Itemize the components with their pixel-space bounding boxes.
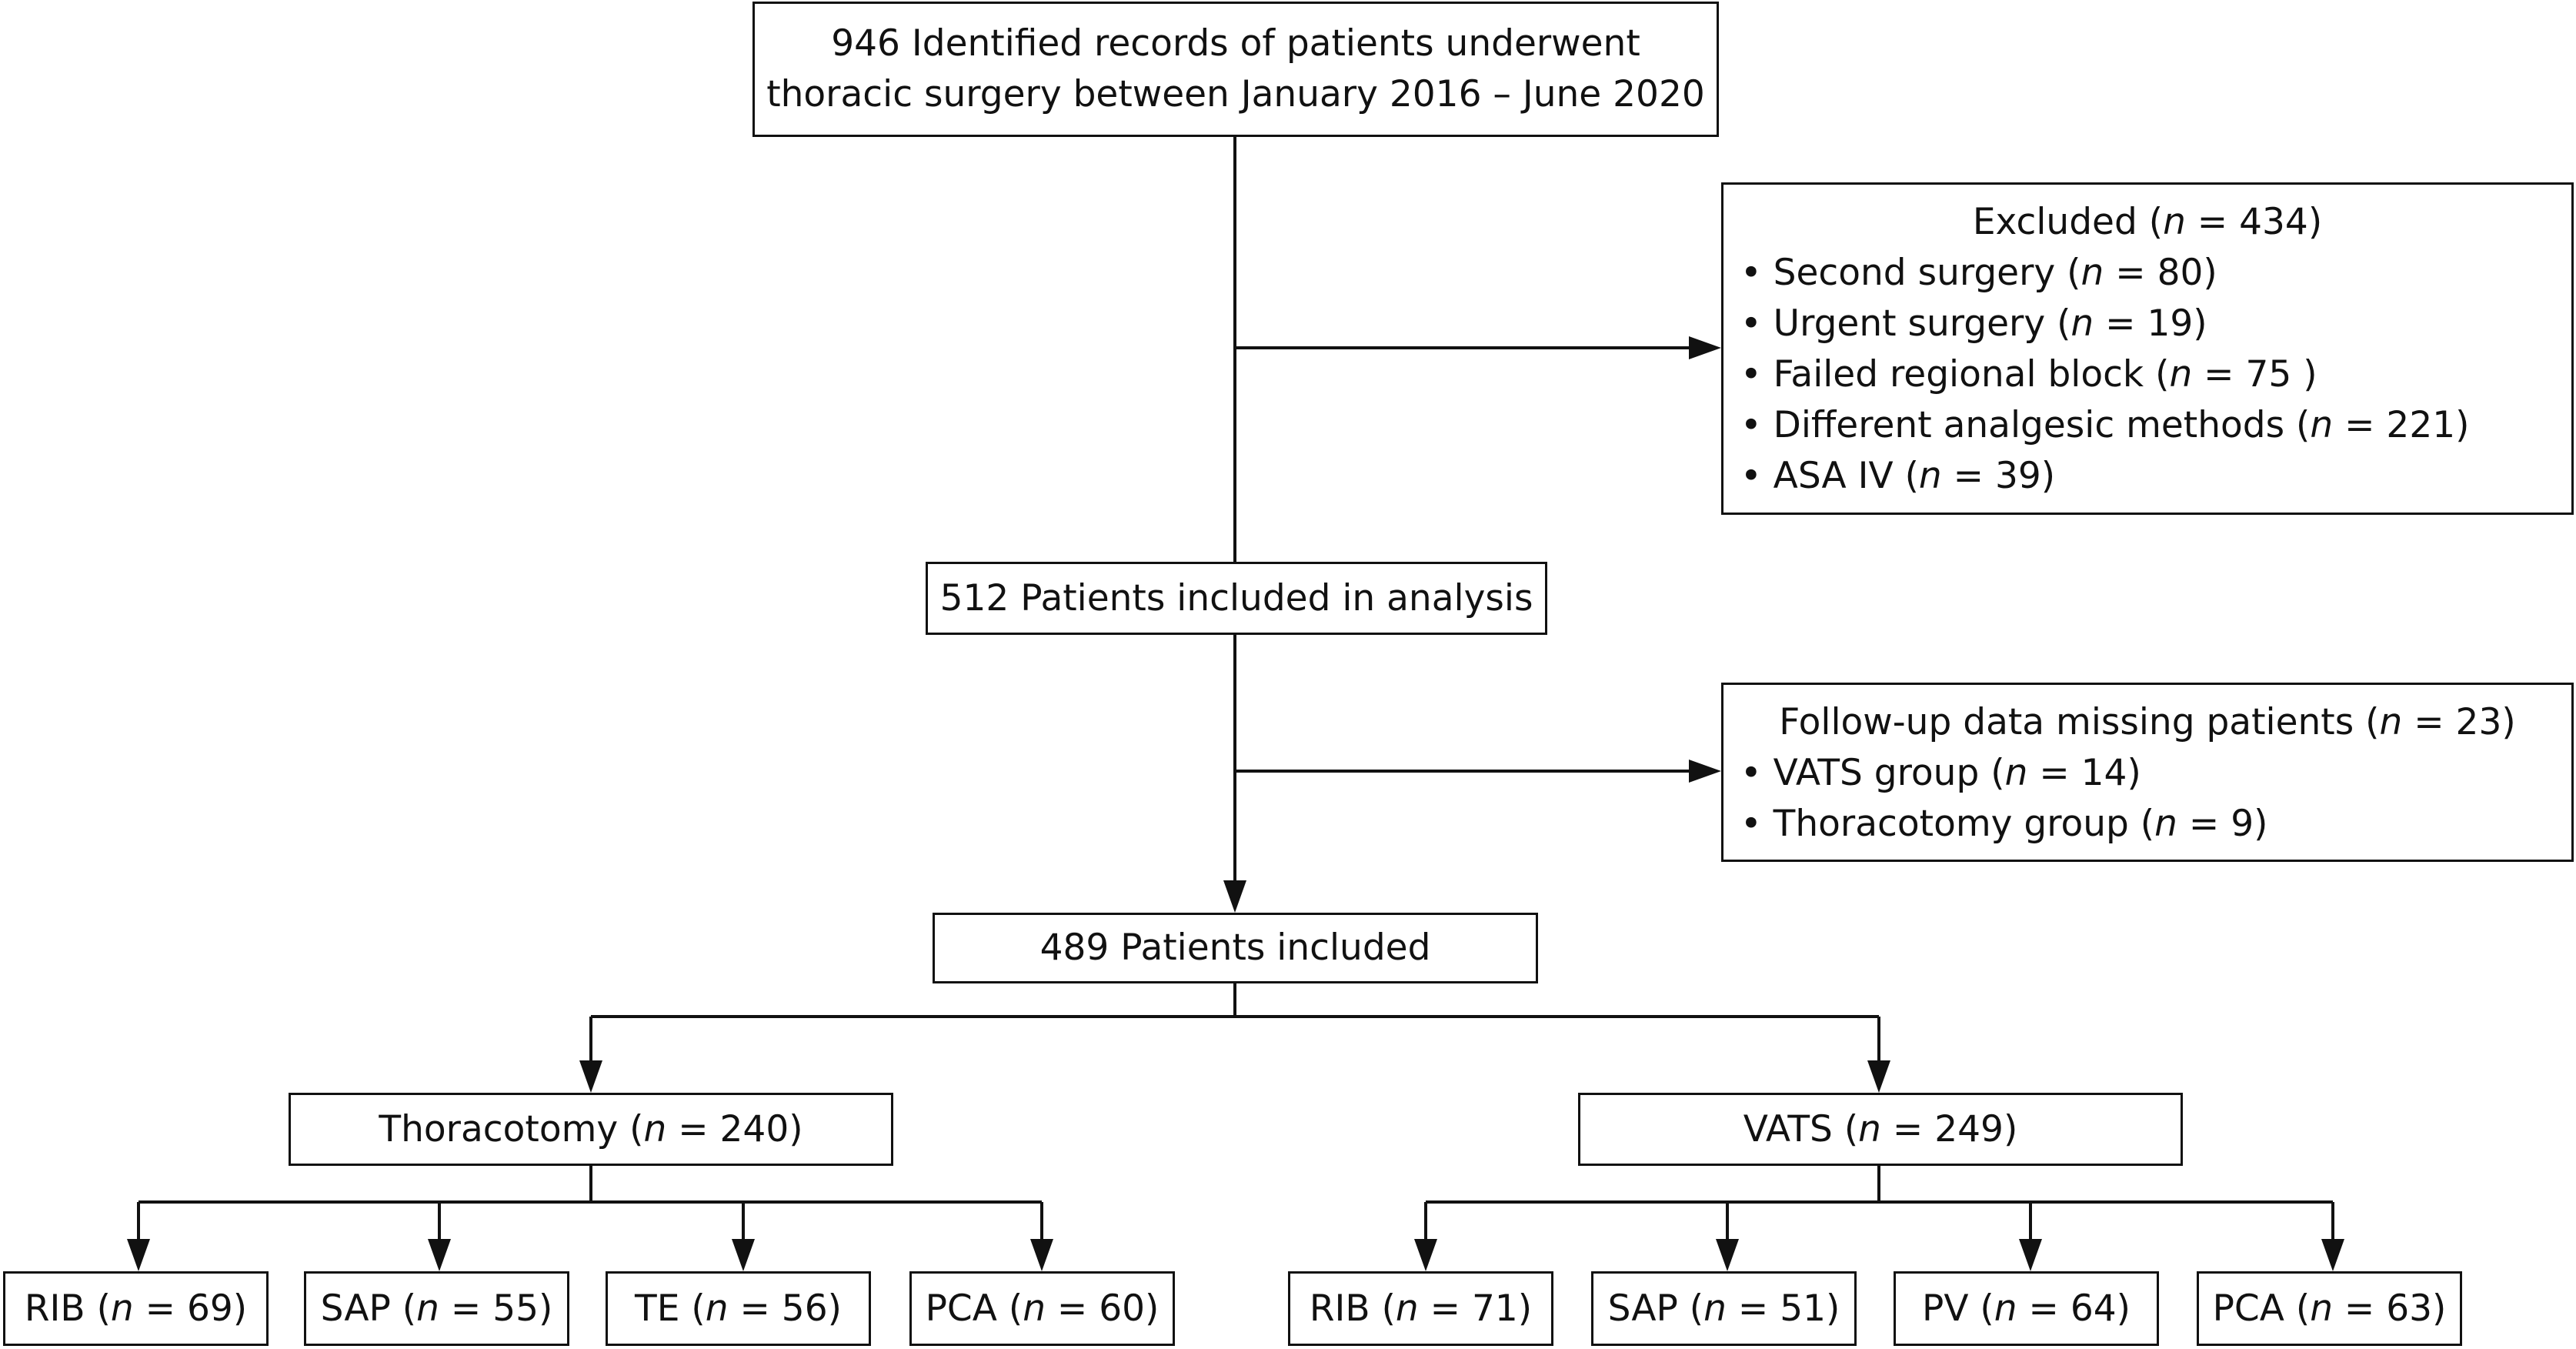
subgroup-label: SAP (n = 51) xyxy=(1607,1287,1840,1330)
analysis-box: 512 Patients included in analysis xyxy=(926,562,1547,635)
subgroup-box-thoracotomy-rib: RIB (n = 69) xyxy=(3,1271,269,1346)
missing-title: Follow-up data missing patients (n = 23) xyxy=(1779,701,2516,743)
excluded-item: Different analgesic methods (n = 221) xyxy=(1740,400,2571,451)
identified-line-1: 946 Identified records of patients under… xyxy=(831,22,1640,65)
analysis-text: 512 Patients included in analysis xyxy=(939,576,1533,619)
subgroup-box-thoracotomy-pca: PCA (n = 60) xyxy=(909,1271,1175,1346)
excluded-item: ASA IV (n = 39) xyxy=(1740,451,2571,502)
subgroup-box-thoracotomy-te: TE (n = 56) xyxy=(606,1271,871,1346)
vats-box: VATS (n = 249) xyxy=(1578,1093,2183,1166)
subgroup-label: RIB (n = 71) xyxy=(1309,1287,1533,1330)
included-box: 489 Patients included xyxy=(933,913,1538,983)
excluded-item: Failed regional block (n = 75 ) xyxy=(1740,349,2571,400)
thoracotomy-label: Thoracotomy (n = 240) xyxy=(379,1107,803,1150)
included-text: 489 Patients included xyxy=(1039,927,1431,969)
subgroup-box-thoracotomy-sap: SAP (n = 55) xyxy=(304,1271,569,1346)
subgroup-label: PCA (n = 60) xyxy=(925,1287,1160,1330)
subgroup-box-vats-rib: RIB (n = 71) xyxy=(1288,1271,1553,1346)
subgroup-box-vats-pca: PCA (n = 63) xyxy=(2197,1271,2462,1346)
arrowhead-t-rib xyxy=(127,1239,150,1271)
missing-item: VATS group (n = 14) xyxy=(1740,748,2571,799)
arrowhead-vats xyxy=(1867,1060,1890,1093)
arrowhead-v-sap xyxy=(1716,1239,1739,1271)
arrowhead-missing xyxy=(1689,760,1721,783)
arrowhead-v-pca xyxy=(2321,1239,2344,1271)
excluded-title: Excluded (n = 434) xyxy=(1972,201,2323,243)
subgroup-label: TE (n = 56) xyxy=(635,1287,842,1330)
excluded-box: Excluded (n = 434) Second surgery (n = 8… xyxy=(1721,182,2574,515)
thoracotomy-box: Thoracotomy (n = 240) xyxy=(289,1093,893,1166)
arrowhead-t-pca xyxy=(1030,1239,1053,1271)
subgroup-box-vats-sap: SAP (n = 51) xyxy=(1591,1271,1857,1346)
arrowhead-included xyxy=(1223,880,1246,913)
arrowhead-v-pv xyxy=(2019,1239,2042,1271)
arrowhead-t-te xyxy=(732,1239,755,1271)
missing-item: Thoracotomy group (n = 9) xyxy=(1740,799,2571,850)
subgroup-label: PV (n = 64) xyxy=(1922,1287,2131,1330)
missing-followup-box: Follow-up data missing patients (n = 23)… xyxy=(1721,683,2574,862)
subgroup-label: RIB (n = 69) xyxy=(24,1287,248,1330)
arrowhead-excluded xyxy=(1689,336,1721,359)
identified-line-2: thoracic surgery between January 2016 – … xyxy=(766,73,1705,115)
excluded-item: Second surgery (n = 80) xyxy=(1740,248,2571,299)
arrowhead-thoracotomy xyxy=(579,1060,602,1093)
identified-records-box: 946 Identified records of patients under… xyxy=(752,2,1719,137)
vats-label: VATS (n = 249) xyxy=(1743,1107,2018,1150)
subgroup-label: PCA (n = 63) xyxy=(2212,1287,2447,1330)
subgroup-label: SAP (n = 55) xyxy=(320,1287,553,1330)
arrowhead-v-rib xyxy=(1414,1239,1437,1271)
excluded-item: Urgent surgery (n = 19) xyxy=(1740,299,2571,349)
arrowhead-t-sap xyxy=(428,1239,451,1271)
subgroup-box-vats-pv: PV (n = 64) xyxy=(1894,1271,2159,1346)
